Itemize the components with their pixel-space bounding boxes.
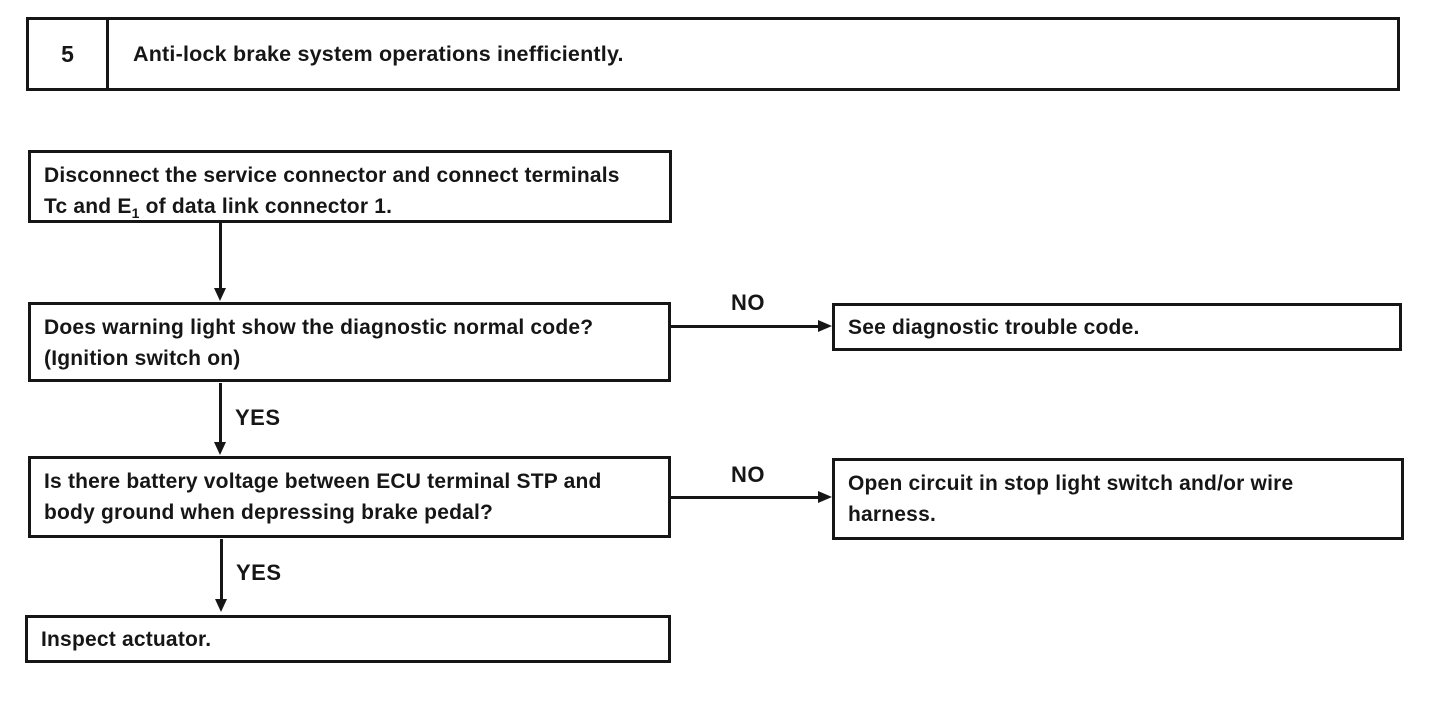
arrow-line-no-branch-2 [671,496,818,499]
step-text: Is there battery voltage between ECU ter… [31,459,668,528]
result-see-diagnostic-trouble-code: See diagnostic trouble code. [832,303,1402,351]
arrowhead-yes-branch-2 [215,599,227,612]
step-text: Inspect actuator. [41,627,212,651]
step-text: Does warning light show the diagnostic n… [31,305,668,374]
step-text-line2: (Ignition switch on) [44,347,241,370]
arrowhead-yes-branch-1 [214,442,226,455]
arrow-line-no-branch-1 [671,325,818,328]
step-text-line1: Does warning light show the diagnostic n… [44,316,594,339]
step-text-line2: body ground when depressing brake pedal? [44,501,494,524]
arrowhead-no-branch-2 [818,491,832,503]
step-disconnect-service-connector: Disconnect the service connector and con… [28,150,672,223]
branch-label-yes-2: YES [236,560,282,585]
result-open-circuit-stop-light-switch: Open circuit in stop light switch and/or… [832,458,1404,540]
problem-title: Anti-lock brake system operations ineffi… [133,41,624,66]
result-text: See diagnostic trouble code. [848,315,1140,339]
arrow-line-yes-branch-2 [220,539,223,600]
step-text-line2-pre: Tc and E [44,195,132,218]
step-text-line2: Tc and E1 of data link connector 1. [44,191,656,229]
step-text-line1: Is there battery voltage between ECU ter… [44,470,602,493]
step-warning-light-normal-code-question: Does warning light show the diagnostic n… [28,302,671,382]
problem-number: 5 [29,20,109,88]
step-text-line2-post: of data link connector 1. [139,195,393,218]
arrowhead-no-branch-1 [818,320,832,332]
result-text-line1: Open circuit in stop light switch and/or… [848,472,1294,495]
terminal-subscript: 1 [131,205,140,221]
arrow-line-yes-branch-1 [219,383,222,443]
problem-header: 5 Anti-lock brake system operations inef… [26,17,1400,91]
result-text-line2: harness. [848,503,936,526]
branch-label-yes-1: YES [235,405,281,430]
step-inspect-actuator: Inspect actuator. [25,615,671,663]
step-battery-voltage-stp-question: Is there battery voltage between ECU ter… [28,456,671,538]
branch-label-no-1: NO [731,290,765,315]
result-text: Open circuit in stop light switch and/or… [835,461,1401,530]
arrowhead-step1-to-step2 [214,288,226,301]
step-text: Disconnect the service connector and con… [31,153,669,229]
arrow-line-step1-to-step2 [219,223,222,291]
branch-label-no-2: NO [731,462,765,487]
step-text-line1: Disconnect the service connector and con… [44,164,620,187]
